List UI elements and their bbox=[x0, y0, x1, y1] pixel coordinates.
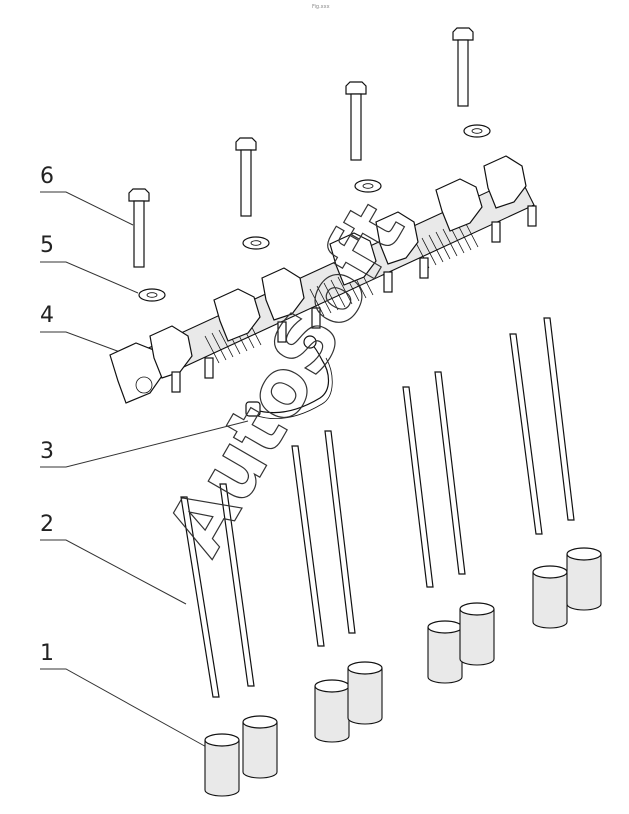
bolt bbox=[452, 27, 474, 107]
washers bbox=[138, 124, 491, 302]
bolt bbox=[235, 137, 257, 217]
callout-label-6: 6 bbox=[40, 164, 54, 189]
tappet bbox=[532, 565, 568, 629]
rocker-arm bbox=[483, 155, 527, 209]
push-rod bbox=[434, 371, 466, 575]
callout-label-5: 5 bbox=[40, 233, 54, 258]
rocker-arm bbox=[213, 288, 261, 342]
rocker-arm bbox=[375, 211, 419, 265]
tappet bbox=[427, 620, 463, 684]
top-tag: Fig.xxx bbox=[312, 4, 330, 10]
callout-label-3: 3 bbox=[40, 439, 54, 464]
callout-6: 6 bbox=[40, 164, 134, 226]
tappet bbox=[347, 661, 383, 725]
leader-line-6 bbox=[40, 191, 134, 226]
tappet bbox=[314, 679, 350, 743]
callout-3: 3 bbox=[40, 420, 249, 468]
callout-5: 5 bbox=[40, 233, 139, 294]
leader-line-5 bbox=[40, 261, 139, 294]
callout-label-2: 2 bbox=[40, 512, 54, 537]
rocker-arm bbox=[109, 342, 165, 404]
tappet bbox=[242, 715, 278, 779]
bolt bbox=[345, 81, 367, 161]
leader-line-4 bbox=[40, 331, 121, 353]
push-rod bbox=[219, 483, 255, 687]
push-rod bbox=[509, 333, 543, 535]
callout-2: 2 bbox=[40, 512, 187, 605]
tappet bbox=[204, 733, 240, 797]
leader-line-1 bbox=[40, 668, 211, 750]
callout-1: 1 bbox=[40, 641, 211, 750]
callout-label-1: 1 bbox=[40, 641, 54, 666]
push-rods bbox=[180, 317, 575, 698]
push-rod bbox=[324, 430, 356, 634]
washer bbox=[463, 124, 491, 138]
rocker-arm-assembly bbox=[109, 155, 537, 404]
push-rod bbox=[180, 496, 220, 698]
adjusting-screws bbox=[171, 205, 537, 393]
tappets bbox=[204, 547, 602, 797]
rocker-arm bbox=[149, 325, 193, 379]
rocker-arm bbox=[261, 267, 305, 321]
tappet bbox=[459, 602, 495, 666]
push-rod bbox=[291, 445, 325, 647]
oil-tube bbox=[245, 335, 333, 419]
leader-line-2 bbox=[40, 539, 187, 605]
callout-label-4: 4 bbox=[40, 303, 54, 328]
washer bbox=[138, 288, 166, 302]
callout-4: 4 bbox=[40, 303, 121, 353]
washer bbox=[354, 179, 382, 193]
bolt bbox=[128, 188, 150, 268]
bolts bbox=[128, 27, 474, 268]
push-rod bbox=[402, 386, 434, 588]
rocker-arm bbox=[329, 232, 377, 286]
watermark: AutoSoft bbox=[151, 189, 423, 570]
rocker-arm bbox=[435, 178, 483, 232]
washer bbox=[242, 236, 270, 250]
leader-line-3 bbox=[40, 420, 249, 468]
tappet bbox=[566, 547, 602, 611]
push-rod bbox=[543, 317, 575, 521]
